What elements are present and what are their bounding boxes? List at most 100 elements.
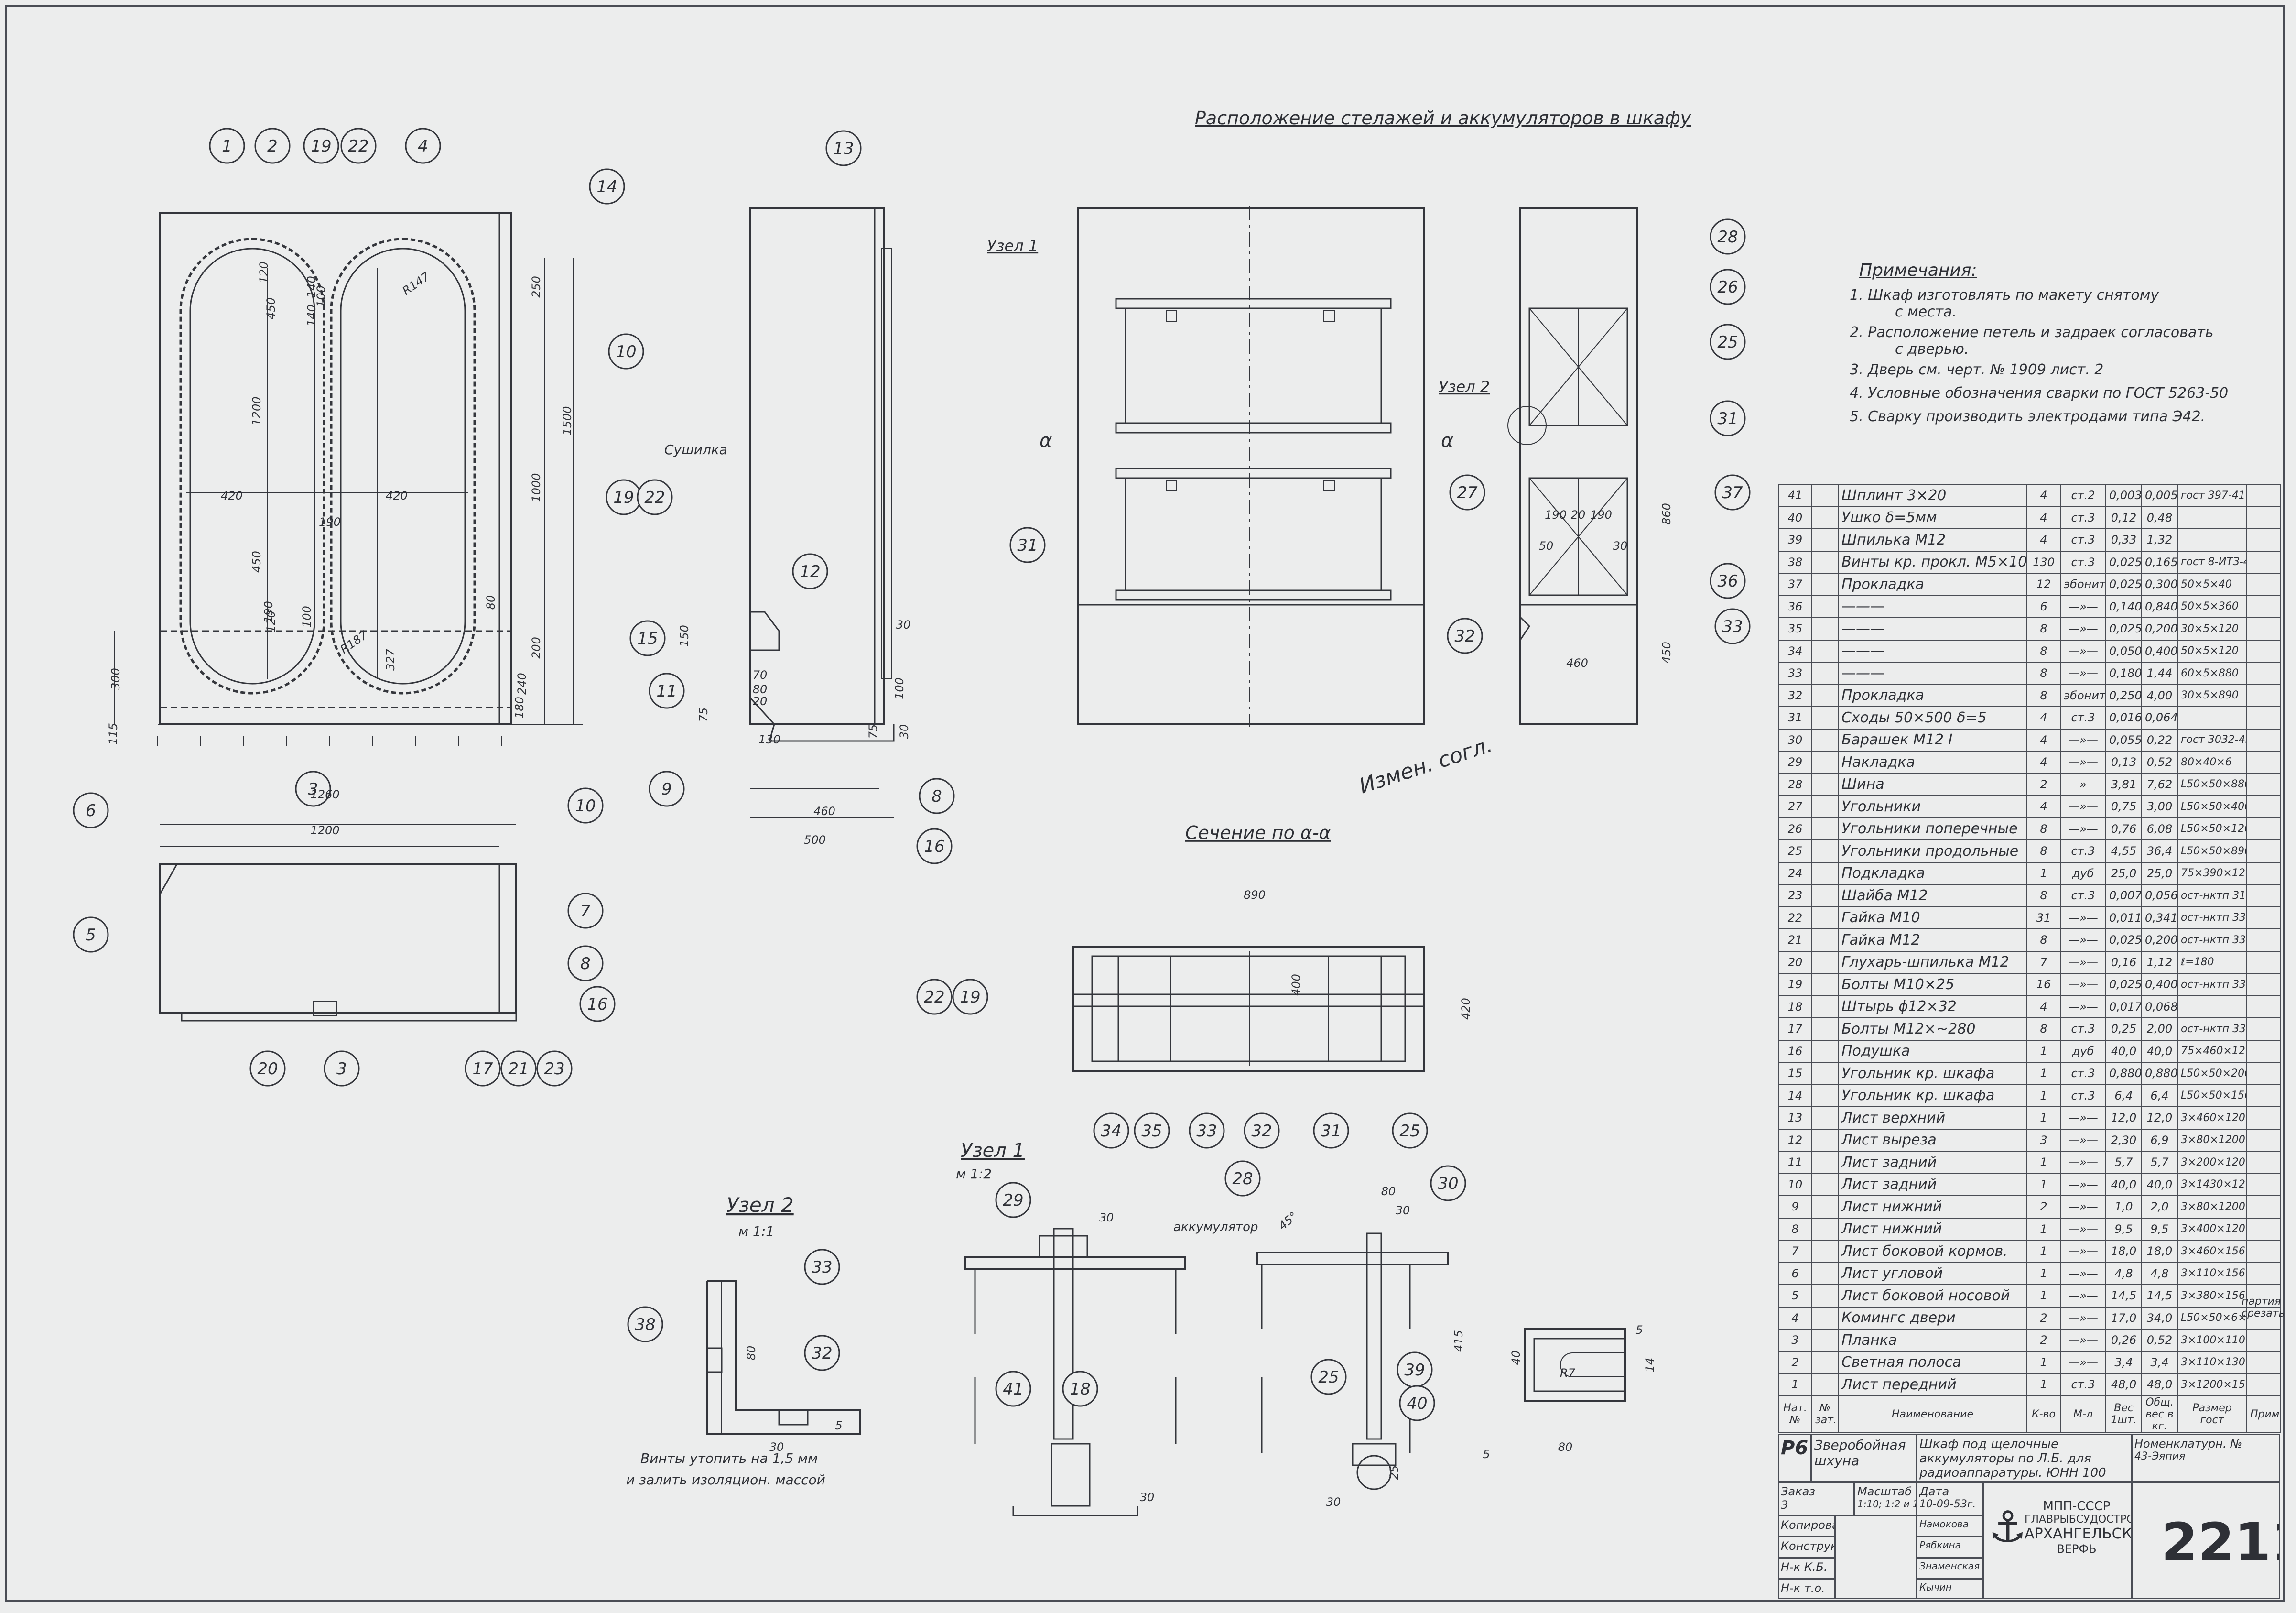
callout-number: 20 [257, 1059, 278, 1079]
bom-cell: Лист задний [1838, 1151, 2027, 1174]
bom-cell: 2 [1778, 1351, 1812, 1374]
bom-cell: 3,4 [2105, 1351, 2142, 1374]
bom-cell: 27 [1778, 795, 1812, 818]
title-block: Р6 Зверобойная шхуна Шкаф под щелочные а… [1778, 1434, 2280, 1599]
bom-cell: 3×400×1200 [2177, 1217, 2247, 1241]
note-line: с дверью. [1895, 341, 1969, 358]
bom-cell: Барашек М12 I [1838, 728, 2027, 752]
bom-cell: 9,5 [2105, 1217, 2142, 1241]
bom-cell: 8 [2026, 662, 2061, 685]
bom-cell [1811, 639, 1839, 663]
bom-cell: 38 [1778, 550, 1812, 574]
callout-circle [649, 673, 685, 709]
bom-cell [1811, 906, 1839, 929]
bom-cell [2246, 1151, 2281, 1174]
section-aa-view [1072, 946, 1425, 1072]
bom-cell: 0,12 [2105, 506, 2142, 529]
weld-note-1: Винты утопить на 1,5 мм [640, 1450, 818, 1466]
bom-cell: 18,0 [2141, 1240, 2178, 1263]
callout-number: 39 [1404, 1361, 1425, 1380]
callout-circle [567, 893, 604, 929]
bom-cell: 3×110×1560 [2177, 1262, 2247, 1285]
bom-cell: —»— [2060, 617, 2106, 641]
callout-circle [1189, 1112, 1225, 1149]
bom-cell: 0,400 [2141, 639, 2178, 663]
bom-cell: 4 [1778, 1306, 1812, 1330]
bom-cell: 0,52 [2141, 751, 2178, 774]
dimension-label: 140 [305, 276, 318, 298]
bom-cell [2246, 1240, 2281, 1263]
bom-cell: 33 [1778, 662, 1812, 685]
sheet-number-cell: 2211 [2132, 1482, 2280, 1599]
bom-cell: 28 [1778, 773, 1812, 796]
bom-cell: Угольники продольные [1838, 839, 2027, 863]
bom-cell: 7 [2026, 950, 2061, 974]
bom-cell [1811, 706, 1839, 730]
bom-cell: —»— [2060, 773, 2106, 796]
bom-cell: 3×380×1560 [2177, 1284, 2247, 1308]
bom-cell [2246, 706, 2281, 730]
bom-cell: 3×1200×1560 [2177, 1373, 2247, 1396]
bom-cell: 12,0 [2105, 1106, 2142, 1130]
callout-circle [825, 130, 862, 166]
bom-cell: 31 [1778, 706, 1812, 730]
dimension-label: 130 [758, 733, 780, 746]
bom-cell: L50×50×200 [2177, 1062, 2247, 1085]
bom-cell: 8 [2026, 639, 2061, 663]
bom-cell: ост-нктп 3310 [2177, 928, 2247, 952]
bom-cell: 10 [1778, 1173, 1812, 1196]
callout-number: 3 [336, 1059, 347, 1079]
bom-cell: Глухарь-шпилька М12 [1838, 950, 2027, 974]
bom-cell: 1 [2026, 1351, 2061, 1374]
callout-circle [627, 1306, 663, 1342]
bom-cell: —»— [2060, 1151, 2106, 1174]
callout-number: 29 [1003, 1191, 1023, 1210]
bom-cell: Накладка [1838, 751, 2027, 774]
bom-cell: 3,00 [2141, 795, 2178, 818]
bom-cell: 5 [1778, 1284, 1812, 1308]
bom-cell [2246, 1106, 2281, 1130]
bom-cell: ст.3 [2060, 1062, 2106, 1085]
bom-cell: 6 [1778, 1262, 1812, 1285]
callout-number: 10 [616, 342, 636, 361]
dimension-label: 860 [1660, 503, 1673, 525]
bom-cell: ст.3 [2060, 528, 2106, 552]
bom-cell [1811, 1217, 1839, 1241]
vessel-name: Зверобойная шхуна [1811, 1434, 1917, 1482]
bom-cell [2246, 751, 2281, 774]
bom-cell: 0,025 [2105, 573, 2142, 596]
weld-note-2: и залить изоляцион. массой [626, 1472, 825, 1488]
node1-label: Узел 1 [987, 237, 1038, 255]
bom-cell: 4 [2026, 995, 2061, 1018]
bom-cell: 21 [1778, 928, 1812, 952]
bom-cell: 0,33 [2105, 528, 2142, 552]
dimension-label: 180 [513, 697, 526, 719]
dimension-label: 30 [896, 618, 911, 632]
dimension-label: 30 [769, 1440, 784, 1454]
bom-cell [2246, 1262, 2281, 1285]
bom-cell [2246, 1017, 2281, 1041]
bom-cell: Лист угловой [1838, 1262, 2027, 1285]
bom-cell: 39 [1778, 528, 1812, 552]
bom-cell: дуб [2060, 1039, 2106, 1063]
bom-cell: 0,025 [2105, 550, 2142, 574]
bom-cell: ——— [1838, 595, 2027, 618]
dimension-label: 30 [1140, 1491, 1155, 1504]
dimension-label: 115 [107, 723, 120, 745]
callout-number: 9 [661, 780, 672, 799]
bom-cell: L50×50×880 [2177, 773, 2247, 796]
section-mark-right: α [1441, 430, 1453, 452]
bom-cell: 50×5×360 [2177, 595, 2247, 618]
bom-cell: 0,056 [2141, 884, 2178, 907]
bom-cell: Угольники поперечные [1838, 817, 2027, 840]
callout-circle [919, 778, 955, 814]
dimension-label: 300 [109, 668, 122, 690]
